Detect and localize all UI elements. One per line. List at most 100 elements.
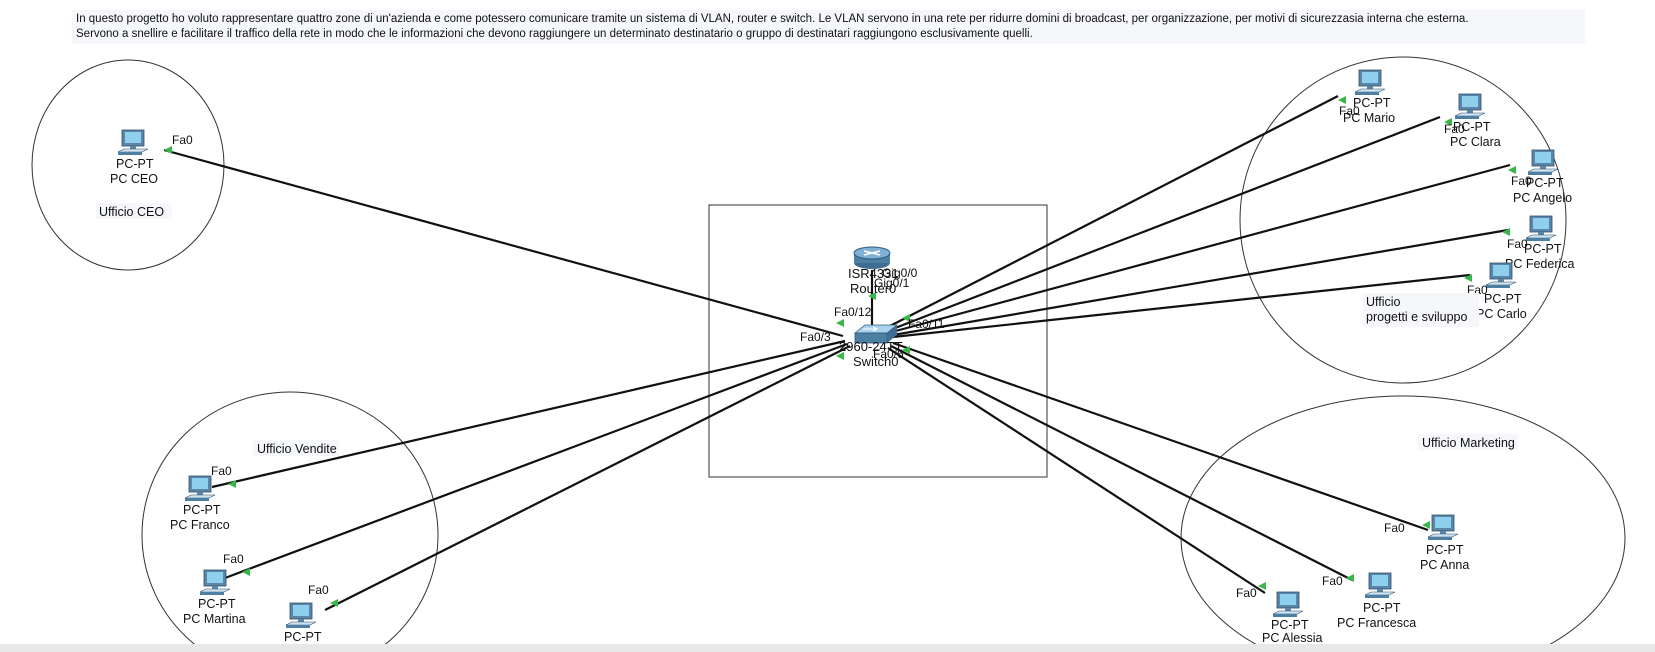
- area-marketing-label: Ufficio Marketing: [1422, 436, 1515, 450]
- pc-francesca-name: PC Francesca: [1337, 616, 1416, 630]
- pc-clara-icon[interactable]: [1454, 93, 1486, 120]
- pc-anna-icon[interactable]: [1427, 514, 1459, 541]
- note-line-2: Servono a snellire e facilitare il traff…: [76, 28, 1033, 40]
- pc-vendite3-port: Fa0: [308, 583, 329, 597]
- pc-alessia-type: PC-PT: [1271, 618, 1309, 632]
- core-cluster-box: [708, 204, 1048, 478]
- pc-ceo-port: Fa0: [172, 133, 193, 147]
- switch-name-label: Switch0: [853, 354, 899, 369]
- router-port-b-label: Gig0/0: [882, 266, 918, 280]
- area-label-line: progetti e sviluppo: [1366, 310, 1468, 324]
- pc-franco-type: PC-PT: [183, 503, 221, 517]
- pc-anna-type: PC-PT: [1426, 543, 1464, 557]
- port-dot: [228, 480, 236, 488]
- pc-francesca-port: Fa0: [1322, 574, 1343, 588]
- area-ceo-boundary: [31, 59, 225, 271]
- port-dot: [1422, 521, 1430, 529]
- port-dot: [242, 568, 250, 576]
- pc-martina-type: PC-PT: [198, 597, 236, 611]
- project-description-note: In questo progetto ho voluto rappresenta…: [72, 10, 1585, 44]
- port-dot: [836, 319, 844, 327]
- pc-martina-name: PC Martina: [183, 612, 246, 626]
- pc-franco-name: PC Franco: [170, 518, 230, 532]
- pc-clara-port: Fa0: [1444, 122, 1465, 136]
- switch-port-fa0-12: Fa0/12: [834, 305, 872, 319]
- area-progetti-boundary: [1239, 56, 1567, 384]
- link-angelo[interactable]: [891, 163, 1511, 334]
- pc-francesca-icon[interactable]: [1364, 572, 1396, 599]
- link-vendite3[interactable]: [324, 345, 851, 611]
- pc-vendite3-type: PC-PT: [284, 630, 322, 644]
- port-dot: [1464, 274, 1472, 282]
- pc-mario-name: PC Mario: [1343, 111, 1395, 125]
- pc-ceo-type: PC-PT: [116, 157, 154, 171]
- pc-vendite3-icon[interactable]: [285, 602, 317, 629]
- pc-mario-port: Fa0: [1339, 104, 1360, 118]
- links-group: [163, 95, 1511, 611]
- bottom-scroll-bar[interactable]: [0, 644, 1655, 652]
- note-line-1: In questo progetto ho voluto rappresenta…: [76, 13, 1469, 25]
- port-dot: [164, 146, 172, 154]
- link-franco[interactable]: [211, 339, 846, 489]
- link-francesca[interactable]: [890, 345, 1353, 581]
- pc-federica-icon[interactable]: [1525, 215, 1557, 242]
- port-dot: [1258, 582, 1266, 590]
- area-ceo-label: Ufficio CEO: [99, 205, 164, 219]
- port-dot: [1444, 118, 1452, 126]
- port-dot: [902, 346, 910, 354]
- link-anna[interactable]: [892, 341, 1429, 532]
- port-dot: [1338, 96, 1346, 104]
- pc-angelo-port: Fa0: [1511, 174, 1532, 188]
- pc-federica-type: PC-PT: [1524, 242, 1562, 256]
- pc-carlo-name: PC Carlo: [1476, 307, 1527, 321]
- switch-port-fa0-6: Fa0/6: [873, 347, 904, 361]
- pc-alessia-port: Fa0: [1236, 586, 1257, 600]
- link-martina[interactable]: [224, 342, 848, 580]
- switch-port-fa0-11: Fa0/11: [908, 317, 945, 331]
- pc-alessia-icon[interactable]: [1272, 591, 1304, 618]
- port-dot: [902, 314, 910, 322]
- pc-ceo-icon[interactable]: [117, 129, 149, 156]
- area-vendite-boundary: [141, 391, 439, 652]
- port-dot: [868, 292, 876, 300]
- pc-anna-name: PC Anna: [1420, 558, 1469, 572]
- port-dot: [330, 599, 338, 607]
- area-vendite-label: Ufficio Vendite: [257, 442, 337, 456]
- port-dot: [1346, 574, 1354, 582]
- link-carlo[interactable]: [892, 273, 1471, 339]
- pc-clara-type: PC-PT: [1453, 120, 1491, 134]
- port-dot: [1502, 228, 1510, 236]
- pc-mario-icon[interactable]: [1354, 69, 1386, 96]
- pc-franco-port: Fa0: [211, 464, 232, 478]
- pc-franco-icon[interactable]: [184, 475, 216, 502]
- pc-angelo-icon[interactable]: [1527, 149, 1559, 176]
- router-device[interactable]: [853, 246, 891, 269]
- pc-federica-port: Fa0: [1507, 237, 1528, 251]
- pc-francesca-type: PC-PT: [1363, 601, 1401, 615]
- pc-martina-icon[interactable]: [199, 569, 231, 596]
- router-port-label: Gig0/1: [874, 276, 910, 290]
- pc-ceo-name: PC CEO: [110, 172, 158, 186]
- port-dot: [836, 352, 844, 360]
- pc-clara-name: PC Clara: [1450, 135, 1501, 149]
- link-ceo[interactable]: [163, 148, 844, 338]
- router-model-label: ISR4331: [848, 266, 899, 281]
- pc-angelo-type: PC-PT: [1526, 176, 1564, 190]
- router-name-label: Router0: [850, 281, 896, 296]
- pc-martina-port: Fa0: [223, 552, 244, 566]
- pc-angelo-name: PC Angelo: [1513, 191, 1572, 205]
- pc-alessia-name: PC Alessia: [1262, 631, 1322, 645]
- port-dot: [1508, 166, 1516, 174]
- link-clara[interactable]: [889, 115, 1441, 332]
- link-alessia[interactable]: [887, 347, 1266, 594]
- port-indicators: [164, 96, 1516, 607]
- switch-device[interactable]: [853, 324, 899, 344]
- pc-carlo-icon[interactable]: [1485, 262, 1517, 289]
- pc-mario-type: PC-PT: [1353, 96, 1391, 110]
- link-mario[interactable]: [887, 95, 1339, 328]
- link-federica[interactable]: [892, 228, 1509, 337]
- area-label-line: Ufficio: [1366, 295, 1401, 309]
- pc-federica-name: PC Federica: [1505, 257, 1575, 271]
